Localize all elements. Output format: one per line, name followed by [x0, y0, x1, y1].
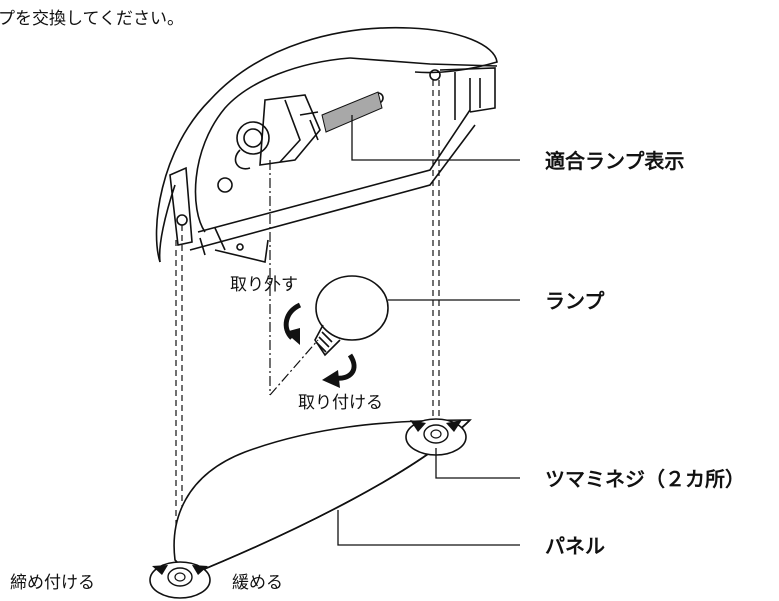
leader-lines: [337, 115, 520, 546]
guide-lines: [175, 80, 440, 560]
label-panel: パネル: [545, 534, 605, 558]
label-loosen: 緩める: [232, 573, 283, 593]
label-remove: 取り外す: [230, 275, 298, 295]
label-lamp: ランプ: [545, 289, 605, 313]
lamp-bulb: [283, 275, 389, 388]
label-knob-screw: ツマミネジ（２カ所）: [545, 467, 745, 491]
label-tighten: 締め付ける: [10, 573, 95, 593]
panel: [149, 418, 472, 599]
instruction-text: プを交換してください。: [0, 9, 184, 29]
label-lamp-indicator: 適合ランプ表示: [545, 149, 684, 173]
fixture-housing: [155, 26, 498, 263]
label-attach: 取り付ける: [298, 393, 383, 413]
